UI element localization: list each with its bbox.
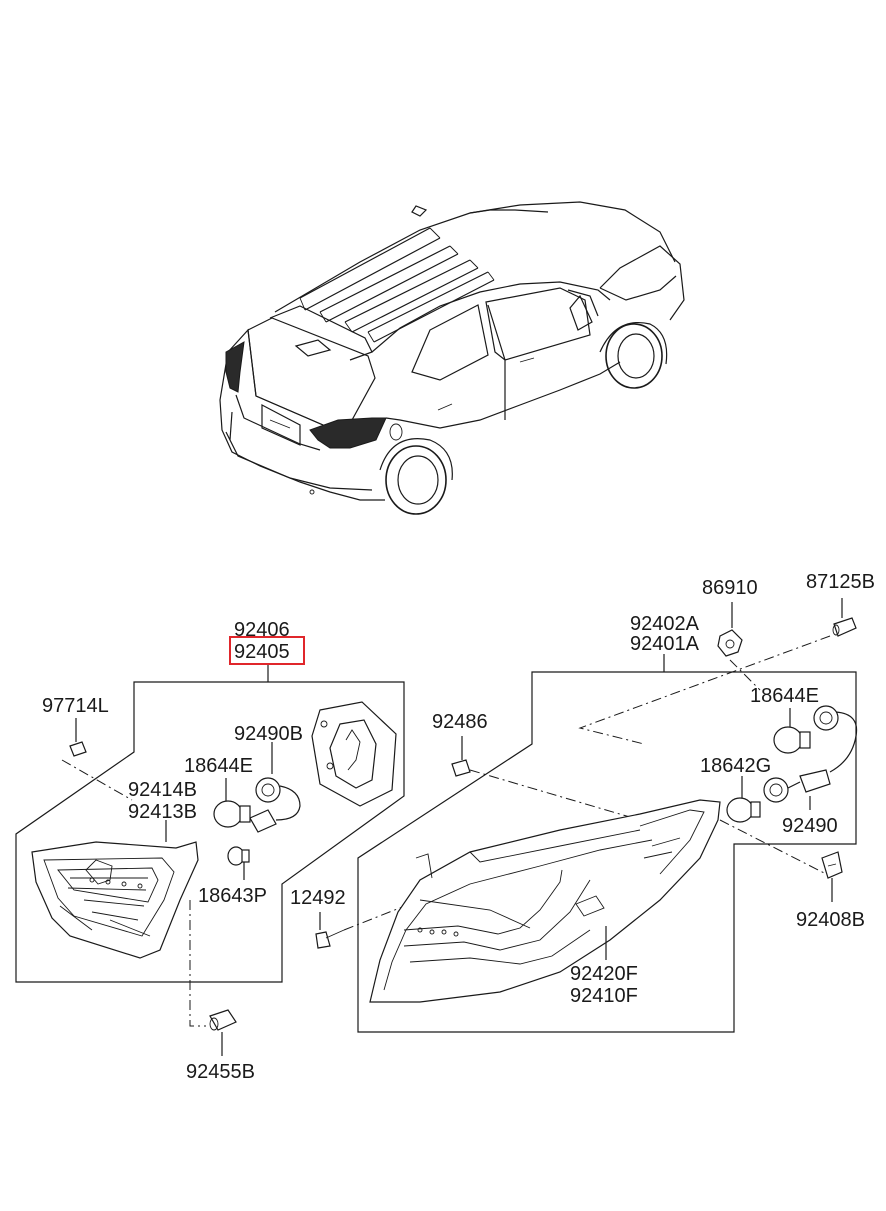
label-87125B: 87125B xyxy=(806,571,875,593)
label-92490: 92490 xyxy=(782,815,838,837)
label-92408B: 92408B xyxy=(796,909,865,931)
label-92405: 92405 xyxy=(234,641,290,663)
highlight-box xyxy=(229,636,305,665)
clip-92408B xyxy=(821,851,843,879)
label-92413B: 92413B xyxy=(128,801,197,823)
socket-upper xyxy=(813,705,858,773)
bulb-18642G xyxy=(726,797,761,823)
bulb-18644E-left xyxy=(213,800,251,828)
label-92410F: 92410F xyxy=(570,985,638,1007)
label-92401A: 92401A xyxy=(630,633,700,655)
label-92490B: 92490B xyxy=(234,723,303,745)
outer-lamp-group xyxy=(315,598,858,1033)
label-18644E-right: 18644E xyxy=(750,685,819,707)
screw-12492 xyxy=(315,929,345,949)
inner-lamp-housing xyxy=(31,841,199,959)
bulb-18644E-right xyxy=(773,726,811,754)
clip-87125B xyxy=(832,617,857,637)
inner-lamp-group xyxy=(15,636,405,1056)
label-18644E-left: 18644E xyxy=(184,755,253,777)
connector-92455B xyxy=(209,1009,237,1031)
socket-92490B xyxy=(249,777,301,833)
label-92402A: 92402A xyxy=(630,613,700,635)
bulb-18643P xyxy=(227,846,250,866)
screw-92486 xyxy=(451,759,471,777)
label-97714L: 97714L xyxy=(42,695,109,717)
label-12492: 12492 xyxy=(290,887,346,909)
label-18643P: 18643P xyxy=(198,885,267,907)
label-92420F: 92420F xyxy=(570,963,638,985)
label-92486: 92486 xyxy=(432,711,488,733)
label-92406: 92406 xyxy=(234,619,290,641)
socket-92490 xyxy=(763,769,831,803)
label-86910: 86910 xyxy=(702,577,758,599)
label-92455B: 92455B xyxy=(186,1061,255,1083)
outer-lamp-housing xyxy=(369,799,721,1003)
vehicle-illustration xyxy=(219,201,685,515)
label-18642G: 18642G xyxy=(700,755,771,777)
label-92414B: 92414B xyxy=(128,779,197,801)
part-labels: 92406 92405 97714L 92490B 18644E 92414B … xyxy=(42,571,875,1083)
nut-86910 xyxy=(717,629,743,657)
